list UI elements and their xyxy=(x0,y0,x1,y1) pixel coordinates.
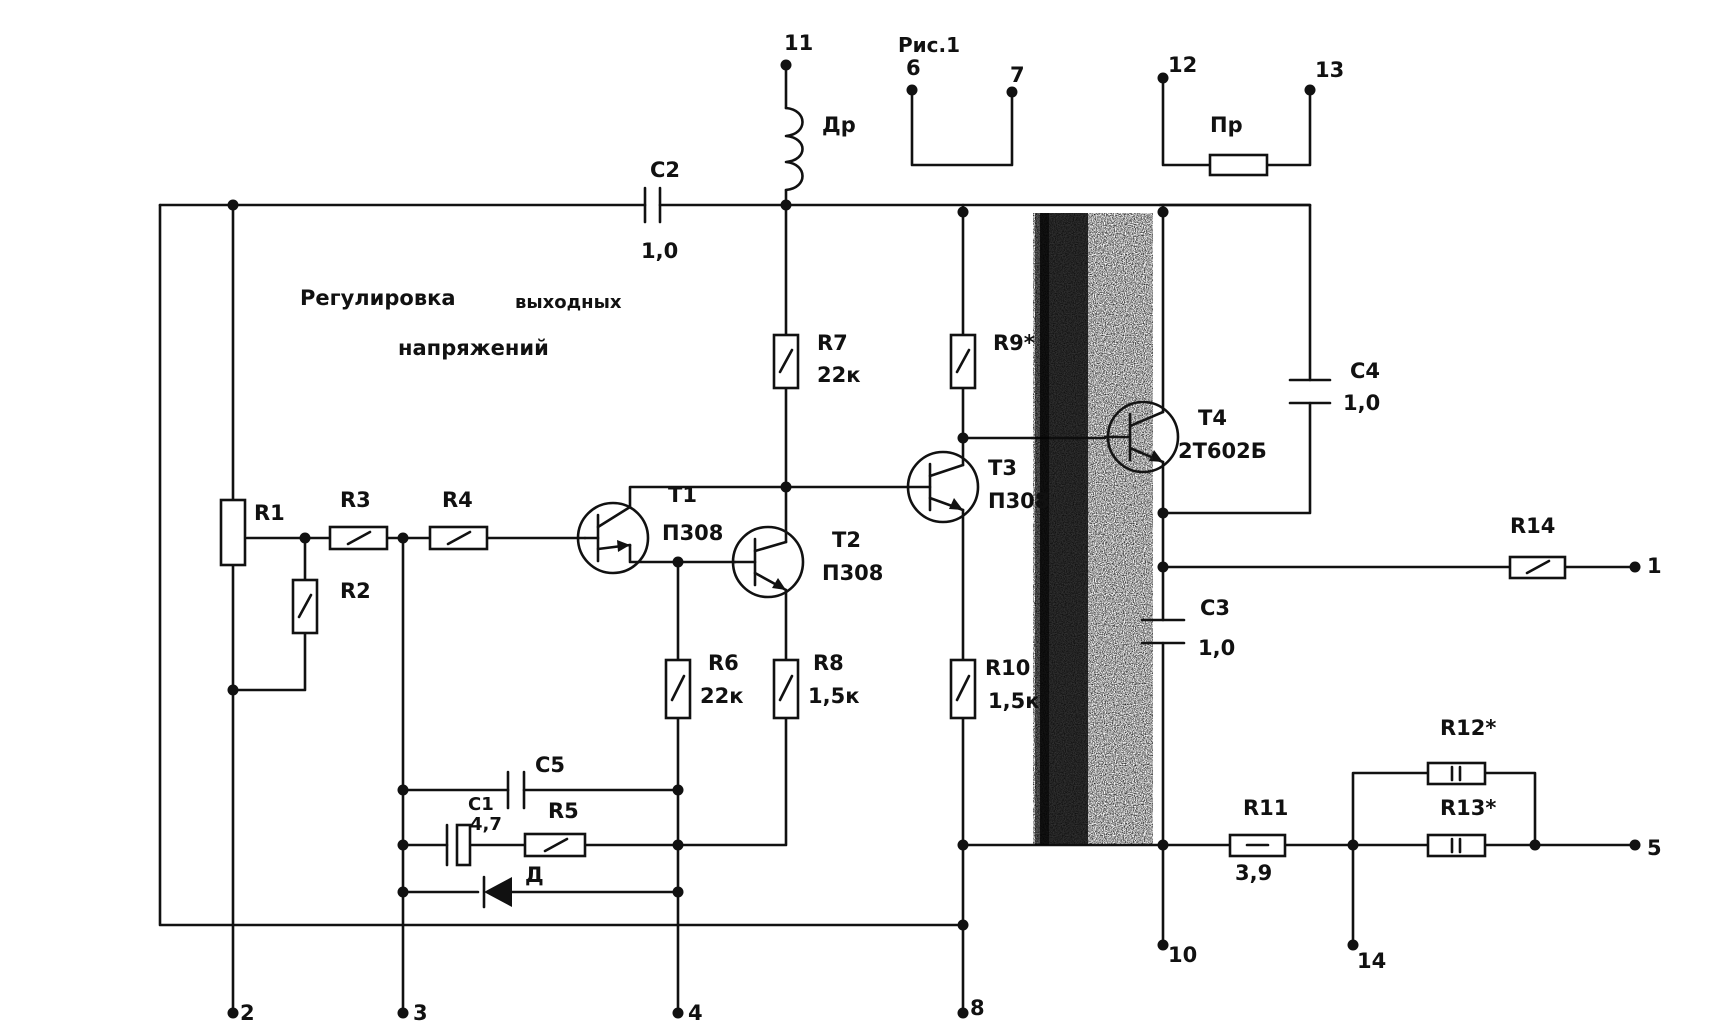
type-t2: П308 xyxy=(822,561,883,585)
capacitor-c1 xyxy=(445,823,472,867)
terminal-12: 12 xyxy=(1168,53,1197,77)
resistor-r14 xyxy=(1508,555,1567,580)
label-fuse: Пр xyxy=(1210,113,1243,137)
value-r10: 1,5к xyxy=(988,689,1039,713)
type-t3: П308 xyxy=(988,489,1049,513)
label-choke: Др xyxy=(822,113,856,137)
label-r13: R13* xyxy=(1440,796,1496,820)
resistor-r2 xyxy=(291,578,319,635)
terminal-points xyxy=(227,59,1641,1019)
type-t1: П308 xyxy=(662,521,723,545)
label-r6: R6 xyxy=(708,651,739,675)
terminal-6: 6 xyxy=(906,56,921,80)
resistor-r9 xyxy=(949,333,977,390)
diode-d xyxy=(482,875,512,909)
label-r5: R5 xyxy=(548,799,579,823)
labels: Рис.1 Регулировка выходных напряжений С2… xyxy=(240,31,1662,1025)
label-c4: С4 xyxy=(1350,359,1380,383)
resistor-r10 xyxy=(949,658,977,720)
label-t4: Т4 xyxy=(1198,406,1227,430)
note-line-1: Регулировка xyxy=(300,286,456,310)
label-c3: С3 xyxy=(1200,596,1230,620)
resistor-r7 xyxy=(772,333,800,390)
terminal-5: 5 xyxy=(1647,836,1662,860)
resistor-r4 xyxy=(428,525,489,551)
terminal-2: 2 xyxy=(240,1001,255,1025)
label-r8: R8 xyxy=(813,651,844,675)
label-r3: R3 xyxy=(340,488,371,512)
terminal-4: 4 xyxy=(688,1001,703,1025)
terminal-14: 14 xyxy=(1357,949,1386,973)
label-r7: R7 xyxy=(817,331,848,355)
label-r4: R4 xyxy=(442,488,473,512)
note-line-3: напряжений xyxy=(398,336,549,360)
label-t2: Т2 xyxy=(832,528,861,552)
value-r6: 22к xyxy=(700,684,743,708)
figure-caption: Рис.1 xyxy=(898,33,960,57)
transistor-t2 xyxy=(731,525,805,599)
label-r2: R2 xyxy=(340,579,371,603)
label-t3: Т3 xyxy=(988,456,1017,480)
label-diode: Д xyxy=(525,863,544,887)
note-line-2: выходных xyxy=(515,292,622,313)
resistor-r12 xyxy=(1426,761,1487,786)
label-r10: R10 xyxy=(985,656,1030,680)
capacitor-c5 xyxy=(506,770,526,810)
value-r11: 3,9 xyxy=(1235,861,1272,885)
terminal-8: 8 xyxy=(970,996,985,1020)
terminal-10: 10 xyxy=(1168,943,1197,967)
type-t4: 2Т602Б xyxy=(1178,439,1267,463)
resistor-r11 xyxy=(1228,833,1287,858)
label-r14: R14 xyxy=(1510,514,1555,538)
label-r9: R9* xyxy=(993,331,1035,355)
resistor-r5 xyxy=(523,832,587,858)
resistor-r13 xyxy=(1426,833,1487,858)
value-c3: 1,0 xyxy=(1198,636,1235,660)
value-r7: 22к xyxy=(817,363,860,387)
label-r1: R1 xyxy=(254,501,285,525)
resistor-r6 xyxy=(664,658,692,720)
scan-smudge xyxy=(1033,213,1153,845)
junction-dots xyxy=(227,199,1541,931)
label-c1: С1 xyxy=(468,794,494,815)
label-r12: R12* xyxy=(1440,716,1496,740)
terminal-1: 1 xyxy=(1647,554,1662,578)
resistor-r3 xyxy=(328,525,389,551)
potentiometer-r1 xyxy=(219,498,247,567)
terminal-11: 11 xyxy=(784,31,813,55)
terminal-3: 3 xyxy=(413,1001,428,1025)
transistor-t3 xyxy=(906,450,980,524)
capacitor-c2 xyxy=(643,186,662,224)
terminal-13: 13 xyxy=(1315,58,1344,82)
fuse-pr xyxy=(1208,153,1269,177)
value-r8: 1,5к xyxy=(808,684,859,708)
resistor-r8 xyxy=(772,658,800,720)
value-c1: 4,7 xyxy=(470,814,502,835)
label-c5: С5 xyxy=(535,753,565,777)
value-c2: 1,0 xyxy=(641,239,678,263)
label-r11: R11 xyxy=(1243,796,1288,820)
terminal-7: 7 xyxy=(1010,63,1025,87)
label-t1: Т1 xyxy=(668,483,697,507)
transistor-t1 xyxy=(576,501,650,575)
choke-dr xyxy=(784,106,804,192)
value-c4: 1,0 xyxy=(1343,391,1380,415)
capacitor-c4 xyxy=(1288,378,1332,405)
label-c2: С2 xyxy=(650,158,680,182)
